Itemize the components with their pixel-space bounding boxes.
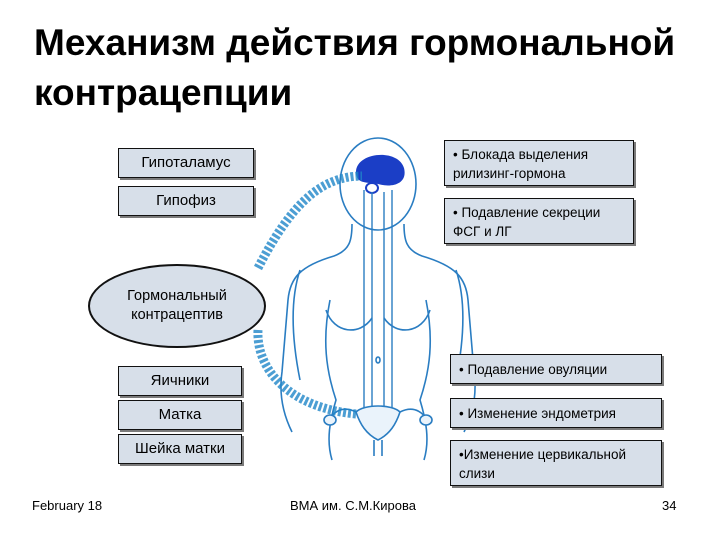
effect-fsh-lh-suppression: • Подавление секреции ФСГ и ЛГ bbox=[444, 198, 634, 244]
arm-outline bbox=[292, 269, 301, 381]
slide-title: Механизм действия гормональной контрацеп… bbox=[34, 22, 676, 113]
contraceptive-ellipse: Гормональный контрацептив bbox=[88, 264, 266, 348]
uterus-box: Матка bbox=[118, 400, 242, 430]
uterus-shape bbox=[323, 405, 433, 456]
breast-outline bbox=[325, 309, 373, 331]
effect-gnrh-blockade: • Блокада выделения рилизинг-гормона bbox=[444, 140, 634, 186]
effect-ovulation-suppression: • Подавление овуляции bbox=[450, 354, 662, 384]
hypothalamus-box: Гипоталамус bbox=[118, 148, 254, 178]
effect-cervical-mucus-change: •Изменение цервикальной слизи bbox=[450, 440, 662, 486]
brain-shape bbox=[356, 154, 405, 186]
pituitary-box: Гипофиз bbox=[118, 186, 254, 216]
footer-institution: ВМА им. С.М.Кирова bbox=[290, 498, 416, 513]
torso-outline bbox=[280, 223, 353, 433]
cervix-box: Шейка матки bbox=[118, 434, 242, 464]
ovaries-box: Яичники bbox=[118, 366, 242, 396]
footer-page-number: 34 bbox=[662, 498, 677, 513]
head-outline bbox=[339, 137, 417, 231]
feedback-arc bbox=[254, 171, 363, 271]
effect-endometrium-change: • Изменение эндометрия bbox=[450, 398, 662, 428]
footer-date: February 18 bbox=[32, 498, 103, 513]
